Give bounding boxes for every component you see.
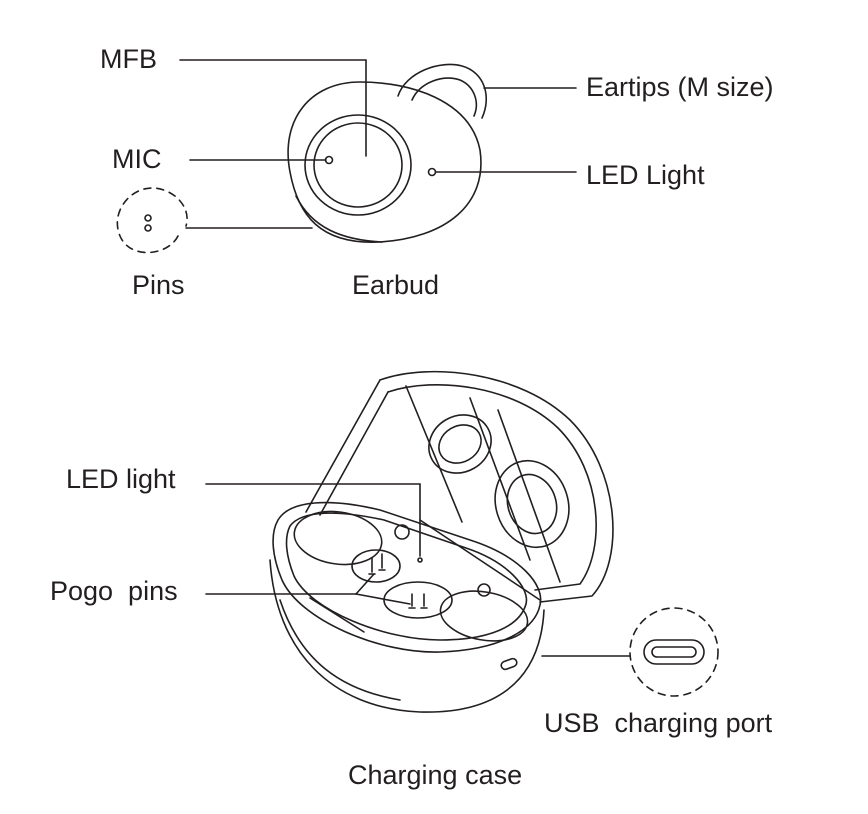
earbud-body-edge <box>295 195 383 243</box>
case-usb-slot <box>500 657 518 671</box>
pin-dot-1 <box>144 214 152 222</box>
case-button-right <box>477 583 491 597</box>
base-cavity-right <box>439 590 529 642</box>
case-base-inner-rim <box>285 512 528 641</box>
lid-cavity-upper <box>428 414 492 474</box>
pins-dashed-circle <box>116 187 188 254</box>
eartip-outline <box>397 63 487 119</box>
earbud-body <box>287 81 482 243</box>
usb-port-inner <box>651 646 697 658</box>
label-charging-case: Charging case <box>348 760 523 790</box>
case-lid-left-edge-2 <box>319 391 389 516</box>
case-lid-outer <box>379 370 614 603</box>
label-case-led: LED light <box>66 464 176 494</box>
label-earbud-led: LED Light <box>586 160 705 190</box>
hinge-line-3 <box>497 409 561 583</box>
label-earbud: Earbud <box>352 270 440 300</box>
lid-cavity-lower <box>494 459 570 549</box>
case-lid-inner <box>387 383 597 591</box>
case-base-body <box>269 559 545 713</box>
label-pogo-pins: Pogo pins <box>50 576 178 606</box>
eartip-inner <box>411 77 478 117</box>
hinge-line-1 <box>405 385 463 523</box>
usb-dashed-circle <box>629 607 719 697</box>
label-usb-port: USB charging port <box>544 708 773 738</box>
case-base-top <box>272 501 542 653</box>
lid-cavity-lower-inner <box>506 473 558 535</box>
pin-dot-2 <box>144 224 152 232</box>
usb-port-outer <box>643 639 705 665</box>
pogo-leader-right <box>355 593 411 605</box>
lid-cavity-upper-inner <box>438 424 482 464</box>
earbud-drawing <box>116 59 577 254</box>
hinge-line-2 <box>469 397 531 561</box>
case-drawing <box>205 370 719 713</box>
label-mfb: MFB <box>100 44 157 74</box>
mfb-outer-ring <box>304 114 412 216</box>
label-pins: Pins <box>132 270 185 300</box>
label-eartips: Eartips (M size) <box>586 72 774 102</box>
case-base-shadow <box>279 599 401 701</box>
pogo-leader-up <box>355 573 375 595</box>
pogo-pad-right <box>383 581 453 619</box>
case-led-dot <box>417 557 423 563</box>
hinge-line-4 <box>419 519 541 601</box>
label-mic: MIC <box>112 144 162 174</box>
case-lid-left-edge <box>305 379 381 513</box>
pogo-pad-left <box>351 549 401 583</box>
case-button-left <box>394 524 410 540</box>
base-cavity-left <box>293 510 383 566</box>
earbud-led-dot <box>427 167 437 177</box>
case-base-slot <box>309 597 365 633</box>
pogo-pins-right <box>408 593 428 609</box>
mfb-inner-ring <box>313 122 403 208</box>
pogo-pins-left <box>368 553 386 575</box>
